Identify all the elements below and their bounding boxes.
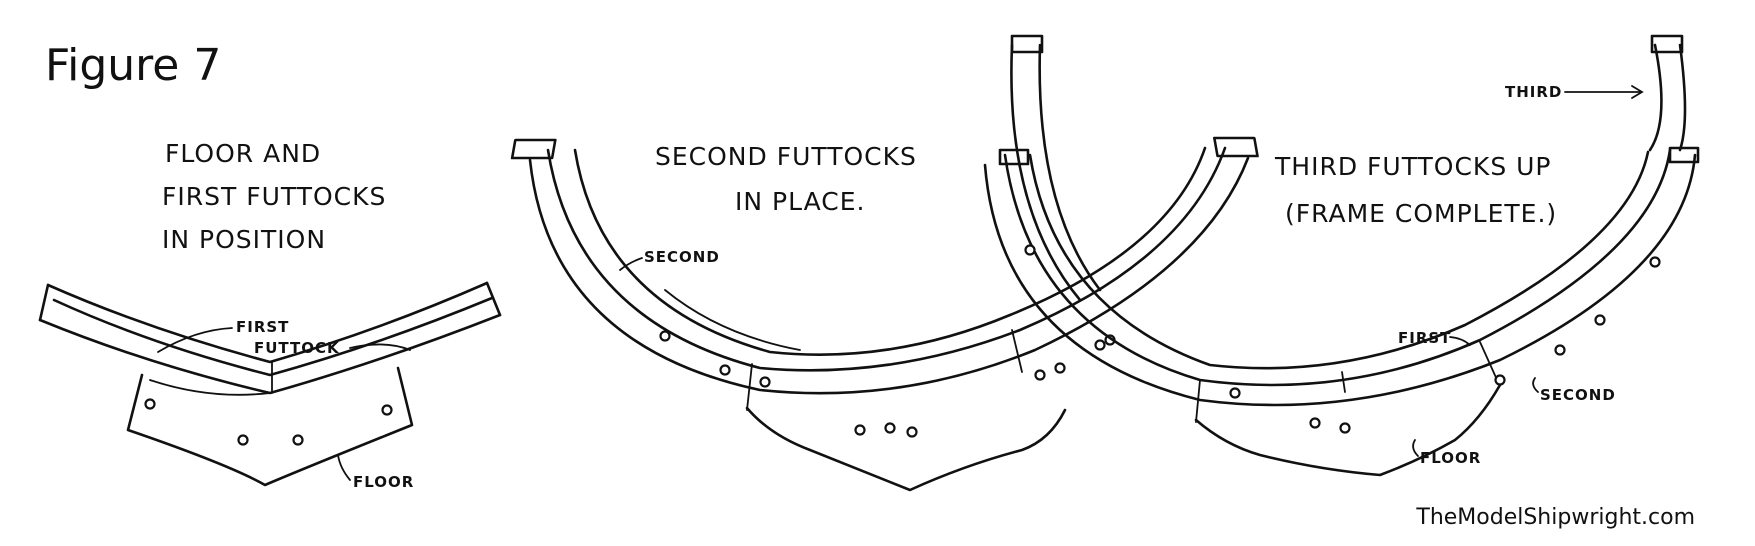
panel3-caption-line2: (FRAME COMPLETE.): [1285, 199, 1557, 228]
bolt-hole: [1054, 362, 1066, 374]
bolt-hole: [381, 404, 393, 416]
bolt-hole: [659, 330, 671, 342]
second-leader: [1532, 377, 1539, 393]
floor-leader: [1412, 439, 1419, 457]
bolt-hole: [237, 434, 249, 446]
bolt-hole: [1034, 369, 1046, 381]
figure-title: Figure 7: [45, 40, 222, 91]
second-leader: [619, 257, 643, 271]
bolt-hole: [759, 376, 771, 388]
bolt-hole: [1649, 256, 1661, 268]
bolt-hole: [1094, 339, 1106, 351]
bolt-hole: [906, 426, 918, 438]
label-floor: FLOOR: [1420, 449, 1481, 467]
bolt-hole: [884, 422, 896, 434]
label-futtock: FUTTOCK: [254, 339, 340, 357]
first-leader: [1449, 336, 1471, 346]
label-third: THIRD: [1505, 83, 1562, 101]
bolt-hole: [854, 424, 866, 436]
bolt-hole: [719, 364, 731, 376]
third-leader-arrowhead: [1631, 85, 1644, 99]
panel-second-futtocks: SECOND FUTTOCKS IN PLACE. SECOND: [510, 136, 1259, 492]
panel2-floor-timber: [659, 330, 1116, 492]
floor-timber: [126, 366, 414, 487]
panel-floor-first-futtocks: FLOOR AND FIRST FUTTOCKS IN POSITION FIR…: [38, 139, 502, 491]
bolt-hole: [144, 398, 156, 410]
panel3-frame-timbers: [983, 146, 1700, 423]
bolt-hole: [1494, 374, 1506, 386]
first-futtock-leader-left: [157, 327, 233, 353]
first-futtock-timber: [38, 281, 502, 395]
panel2-caption-line2: IN PLACE.: [735, 187, 865, 216]
bolt-hole: [1024, 244, 1036, 256]
bolt-hole: [1554, 344, 1566, 356]
label-second: SECOND: [644, 248, 720, 266]
bolt-hole: [1339, 422, 1351, 434]
label-first: FIRST: [1398, 329, 1451, 347]
bolt-hole: [1309, 417, 1321, 429]
panel-third-futtocks: THIRD FUTTOCKS UP (FRAME COMPLETE.): [983, 34, 1700, 477]
panel3-floor-timber: [1024, 244, 1661, 477]
panel1-caption-line3: IN POSITION: [162, 225, 326, 254]
panel3-caption-line1: THIRD FUTTOCKS UP: [1274, 152, 1552, 181]
bolt-hole: [1594, 314, 1606, 326]
label-floor: FLOOR: [353, 473, 414, 491]
floor-leader: [337, 454, 351, 481]
bolt-hole: [292, 434, 304, 446]
panel1-caption-line2: FIRST FUTTOCKS: [162, 182, 386, 211]
panel1-caption-line1: FLOOR AND: [165, 139, 321, 168]
site-credit: TheModelShipwright.com: [1416, 505, 1695, 530]
label-second: SECOND: [1540, 386, 1616, 404]
first-futtock-leader-right: [349, 343, 411, 351]
label-first: FIRST: [236, 318, 289, 336]
panel3-third-futtocks: [1010, 34, 1687, 302]
panel2-caption-line1: SECOND FUTTOCKS: [655, 142, 917, 171]
bolt-hole: [1229, 387, 1241, 399]
panel2-frame-timbers: [510, 136, 1259, 411]
